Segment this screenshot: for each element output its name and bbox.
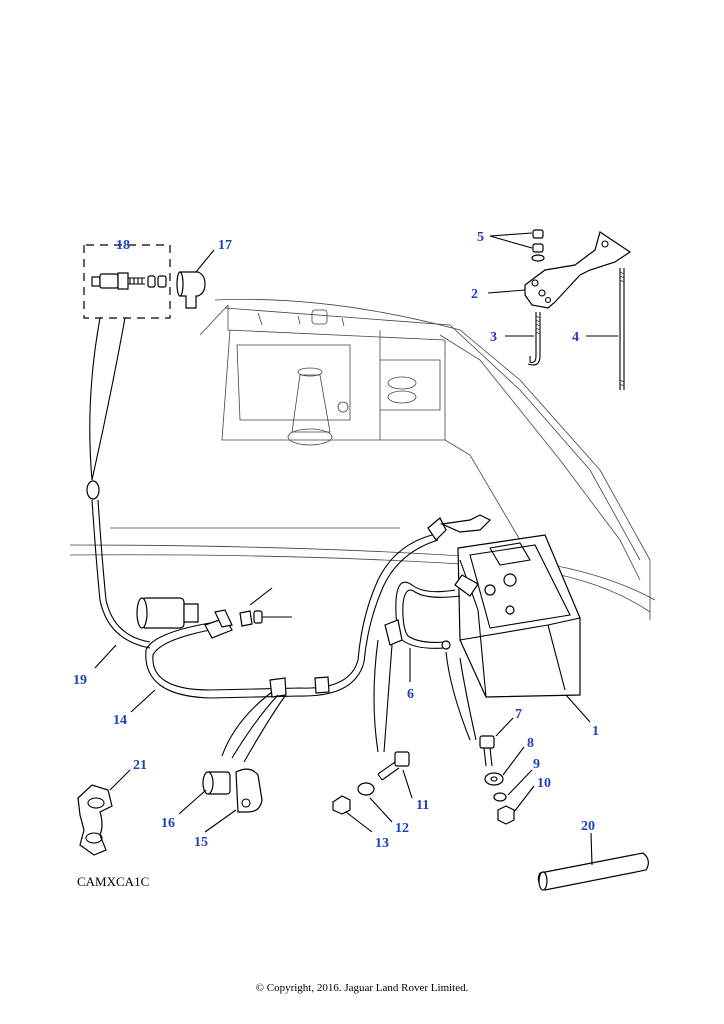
part-16-grommet (202, 771, 231, 795)
callout-15: 15 (194, 835, 208, 850)
callout-9: 9 (533, 757, 540, 772)
diagram-reference-code: CAMXCA1C (77, 874, 150, 889)
callout-10: 10 (537, 776, 551, 791)
vehicle-body-outline (69, 298, 656, 620)
part-19-earth-lead (86, 480, 151, 649)
leader-lines (89, 232, 618, 866)
part-18-switch-assembly (83, 244, 171, 319)
part-1-battery (457, 534, 581, 698)
callout-17: 17 (218, 238, 232, 253)
callout-13: 13 (375, 836, 389, 851)
callout-21: 21 (133, 758, 147, 773)
part-21-clip (77, 784, 113, 856)
callout-11: 11 (416, 798, 429, 813)
part-11-bolt (377, 751, 410, 781)
callout-14: 14 (113, 713, 127, 728)
part-7-bolt (479, 735, 495, 767)
callout-19: 19 (73, 673, 87, 688)
callout-5: 5 (477, 230, 484, 245)
suppressor-component (136, 587, 292, 629)
part-3-hook-bolt (527, 312, 541, 366)
callout-12: 12 (395, 821, 409, 836)
callout-4: 4 (572, 330, 579, 345)
callout-6: 6 (407, 687, 414, 702)
part-17-terminal-cap (176, 271, 206, 309)
part-9-spring-washer (493, 792, 507, 802)
part-8-washer (484, 772, 504, 786)
part-12-washer (357, 782, 375, 796)
part-10-nut (497, 805, 515, 825)
part-4-long-rod (619, 268, 625, 390)
callout-16: 16 (161, 816, 175, 831)
callout-1: 1 (592, 724, 599, 739)
battery-cable-6 (384, 574, 479, 650)
callout-2: 2 (471, 287, 478, 302)
part-15-cable-clip (235, 768, 263, 813)
callout-8: 8 (527, 736, 534, 751)
callout-18: 18 (116, 238, 130, 253)
copyright-notice: © Copyright, 2016. Jaguar Land Rover Lim… (255, 982, 469, 994)
part-20-sleeve (537, 852, 649, 891)
part-5-nuts (531, 229, 545, 262)
battery-cable-14 (145, 514, 492, 699)
callout-3: 3 (490, 330, 497, 345)
callout-labels: 1 2 3 4 5 6 7 8 9 10 11 12 13 14 15 16 1… (73, 230, 599, 851)
callout-7: 7 (515, 707, 522, 722)
callout-20: 20 (581, 819, 595, 834)
part-2-battery-bracket (524, 231, 632, 309)
part-13-nut (332, 795, 351, 815)
